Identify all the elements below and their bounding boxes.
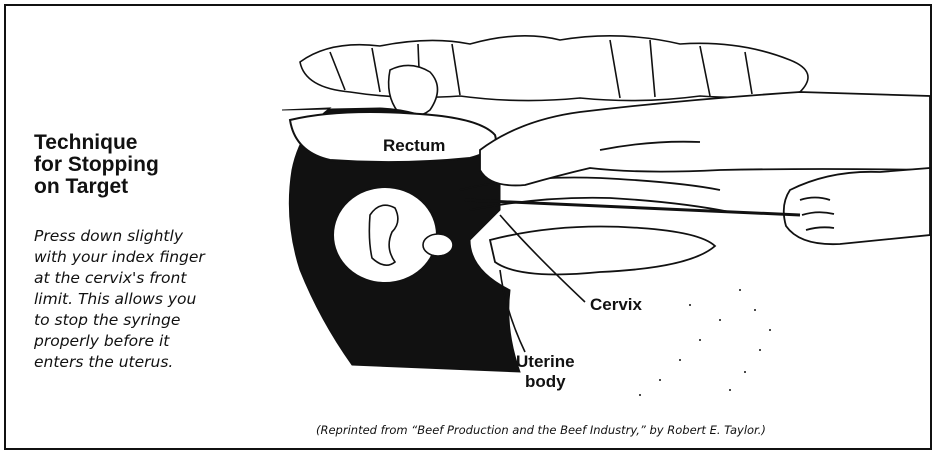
description-line-1: Press down slightly <box>34 226 264 247</box>
label-cervix: Cervix <box>590 295 642 315</box>
description-line-3: at the cervix's front <box>34 268 264 289</box>
label-rectum: Rectum <box>383 136 445 156</box>
syringe-rod <box>465 200 800 215</box>
description-line-6: properly before it <box>34 331 264 352</box>
description-line-5: to stop the syringe <box>34 310 264 331</box>
anatomy-illustration <box>270 20 934 420</box>
description-line-4: limit. This allows you <box>34 289 264 310</box>
description-line-7: enters the uterus. <box>34 352 264 373</box>
figure-description: Press down slightly with your index fing… <box>34 226 264 373</box>
figure-caption: (Reprinted from “Beef Production and the… <box>316 423 916 437</box>
label-uterine-body: Uterine body <box>516 352 575 392</box>
title-line-2: for Stopping <box>34 154 234 176</box>
title-line-1: Technique <box>34 132 234 154</box>
label-uterine-line-1: Uterine <box>516 352 575 372</box>
description-line-2: with your index finger <box>34 247 264 268</box>
stipple-texture <box>639 289 771 396</box>
figure-title: Technique for Stopping on Target <box>34 132 234 198</box>
label-uterine-line-2: body <box>516 372 575 392</box>
title-line-3: on Target <box>34 176 234 198</box>
hand-drawing <box>784 168 930 244</box>
